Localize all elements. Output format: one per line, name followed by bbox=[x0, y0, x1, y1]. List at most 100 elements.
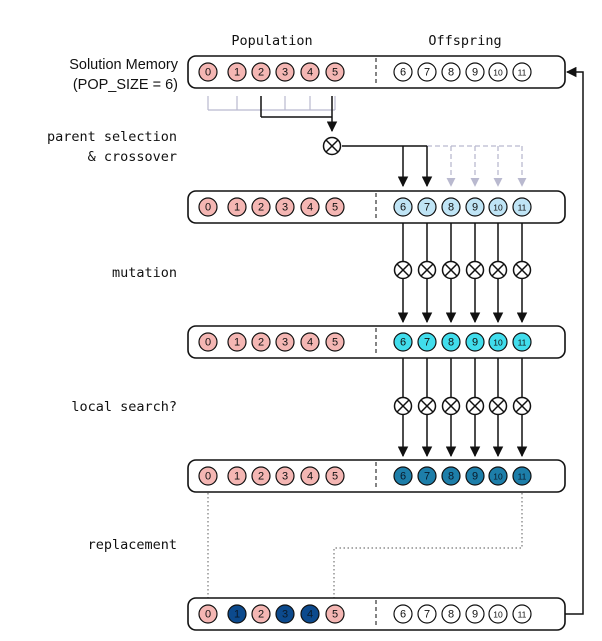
solution-index: 6 bbox=[400, 609, 406, 621]
offspring-solution-9: 9 bbox=[465, 62, 485, 82]
offspring-solution-8: 8 bbox=[441, 332, 461, 352]
parent-selection-label: parent selection bbox=[47, 129, 177, 145]
solution-index: 11 bbox=[518, 203, 527, 213]
solution-index: 3 bbox=[282, 202, 288, 214]
solution-index: 5 bbox=[332, 202, 338, 214]
offspring-solution-9: 9 bbox=[465, 332, 485, 352]
solution-index: 11 bbox=[518, 472, 527, 482]
solution-index: 10 bbox=[493, 203, 503, 213]
population-solution-1: 1 bbox=[227, 62, 247, 82]
offspring-solution-6: 6 bbox=[393, 197, 413, 217]
offspring-solution-8: 8 bbox=[441, 466, 461, 486]
population-solution-3: 3 bbox=[275, 332, 295, 352]
population-solution-5: 5 bbox=[325, 332, 345, 352]
population-header: Population bbox=[231, 33, 312, 49]
population-solution-3: 3 bbox=[275, 466, 295, 486]
population-solution-0: 0 bbox=[198, 62, 218, 82]
solution-index: 0 bbox=[205, 471, 211, 483]
population-solution-3: 3 bbox=[275, 62, 295, 82]
solution-index: 8 bbox=[448, 609, 454, 621]
solution-index: 5 bbox=[332, 67, 338, 79]
mutation-operator-2 bbox=[417, 223, 437, 324]
operator-layer bbox=[393, 223, 532, 458]
solution-index: 5 bbox=[332, 337, 338, 349]
solution-index: 2 bbox=[258, 609, 264, 621]
solution-index: 6 bbox=[400, 202, 406, 214]
offspring-solution-9: 9 bbox=[465, 466, 485, 486]
solution-memory-label: Solution Memory bbox=[69, 57, 179, 73]
population-solution-3: 3 bbox=[275, 197, 295, 217]
solution-index: 8 bbox=[448, 67, 454, 79]
local-search-label: local search? bbox=[71, 399, 177, 415]
mutation-operator-6 bbox=[512, 223, 532, 324]
population-solution-0: 0 bbox=[198, 197, 218, 217]
selection-bracket bbox=[207, 96, 338, 133]
solution-index: 10 bbox=[493, 68, 503, 78]
offspring-solution-7: 7 bbox=[417, 604, 437, 624]
population-solution-2: 2 bbox=[251, 332, 271, 352]
solution-index: 4 bbox=[307, 202, 313, 214]
population-solution-1: 1 bbox=[227, 332, 247, 352]
solution-index: 8 bbox=[448, 337, 454, 349]
solution-index: 11 bbox=[518, 68, 527, 78]
solution-index: 10 bbox=[493, 338, 503, 348]
solution-index: 3 bbox=[282, 609, 288, 621]
replacement-paths bbox=[207, 493, 523, 598]
local-search-operator-5 bbox=[488, 358, 508, 458]
offspring-solution-11: 11 bbox=[512, 466, 532, 486]
population-solution-5: 5 bbox=[325, 62, 345, 82]
solution-index: 4 bbox=[307, 337, 313, 349]
solution-index: 9 bbox=[472, 202, 478, 214]
population-solution-4: 4 bbox=[300, 197, 320, 217]
crossover-fanout bbox=[342, 145, 527, 188]
local-search-operator-4 bbox=[465, 358, 485, 458]
mutation-operator-3 bbox=[441, 223, 461, 324]
solution-index: 6 bbox=[400, 67, 406, 79]
solution-index: 1 bbox=[234, 609, 240, 621]
solution-index: 9 bbox=[472, 67, 478, 79]
solution-index: 8 bbox=[448, 202, 454, 214]
offspring-header: Offspring bbox=[428, 33, 501, 49]
mutation-operator-1 bbox=[393, 223, 413, 324]
pop-size-label: (POP_SIZE = 6) bbox=[73, 77, 178, 93]
solution-index: 2 bbox=[258, 202, 264, 214]
offspring-solution-6: 6 bbox=[393, 604, 413, 624]
solution-index: 6 bbox=[400, 337, 406, 349]
offspring-solution-7: 7 bbox=[417, 62, 437, 82]
solution-index: 2 bbox=[258, 337, 264, 349]
solution-index: 2 bbox=[258, 67, 264, 79]
population-solution-5: 5 bbox=[325, 604, 345, 624]
local-search-operator-2 bbox=[417, 358, 437, 458]
population-solution-5: 5 bbox=[325, 197, 345, 217]
solution-index: 2 bbox=[258, 471, 264, 483]
solution-index: 9 bbox=[472, 609, 478, 621]
solution-index: 7 bbox=[424, 202, 430, 214]
population-solution-2: 2 bbox=[251, 62, 271, 82]
solution-index: 0 bbox=[205, 609, 211, 621]
population-solution-1: 1 bbox=[227, 604, 247, 624]
offspring-solution-10: 10 bbox=[488, 62, 508, 82]
solution-index: 3 bbox=[282, 471, 288, 483]
mutation-operator-4 bbox=[465, 223, 485, 324]
offspring-solution-6: 6 bbox=[393, 332, 413, 352]
solution-index: 0 bbox=[205, 337, 211, 349]
offspring-solution-11: 11 bbox=[512, 62, 532, 82]
solution-index: 5 bbox=[332, 609, 338, 621]
solution-index: 1 bbox=[234, 202, 240, 214]
solution-index: 0 bbox=[205, 67, 211, 79]
solution-index: 3 bbox=[282, 337, 288, 349]
offspring-solution-10: 10 bbox=[488, 197, 508, 217]
offspring-solution-10: 10 bbox=[488, 604, 508, 624]
solution-index: 9 bbox=[472, 337, 478, 349]
feedback-loop bbox=[565, 66, 584, 615]
population-solution-1: 1 bbox=[227, 197, 247, 217]
offspring-solution-10: 10 bbox=[488, 466, 508, 486]
local-search-operator-1 bbox=[393, 358, 413, 458]
solution-index: 3 bbox=[282, 67, 288, 79]
solution-index: 1 bbox=[234, 67, 240, 79]
offspring-solution-7: 7 bbox=[417, 332, 437, 352]
population-solution-5: 5 bbox=[325, 466, 345, 486]
